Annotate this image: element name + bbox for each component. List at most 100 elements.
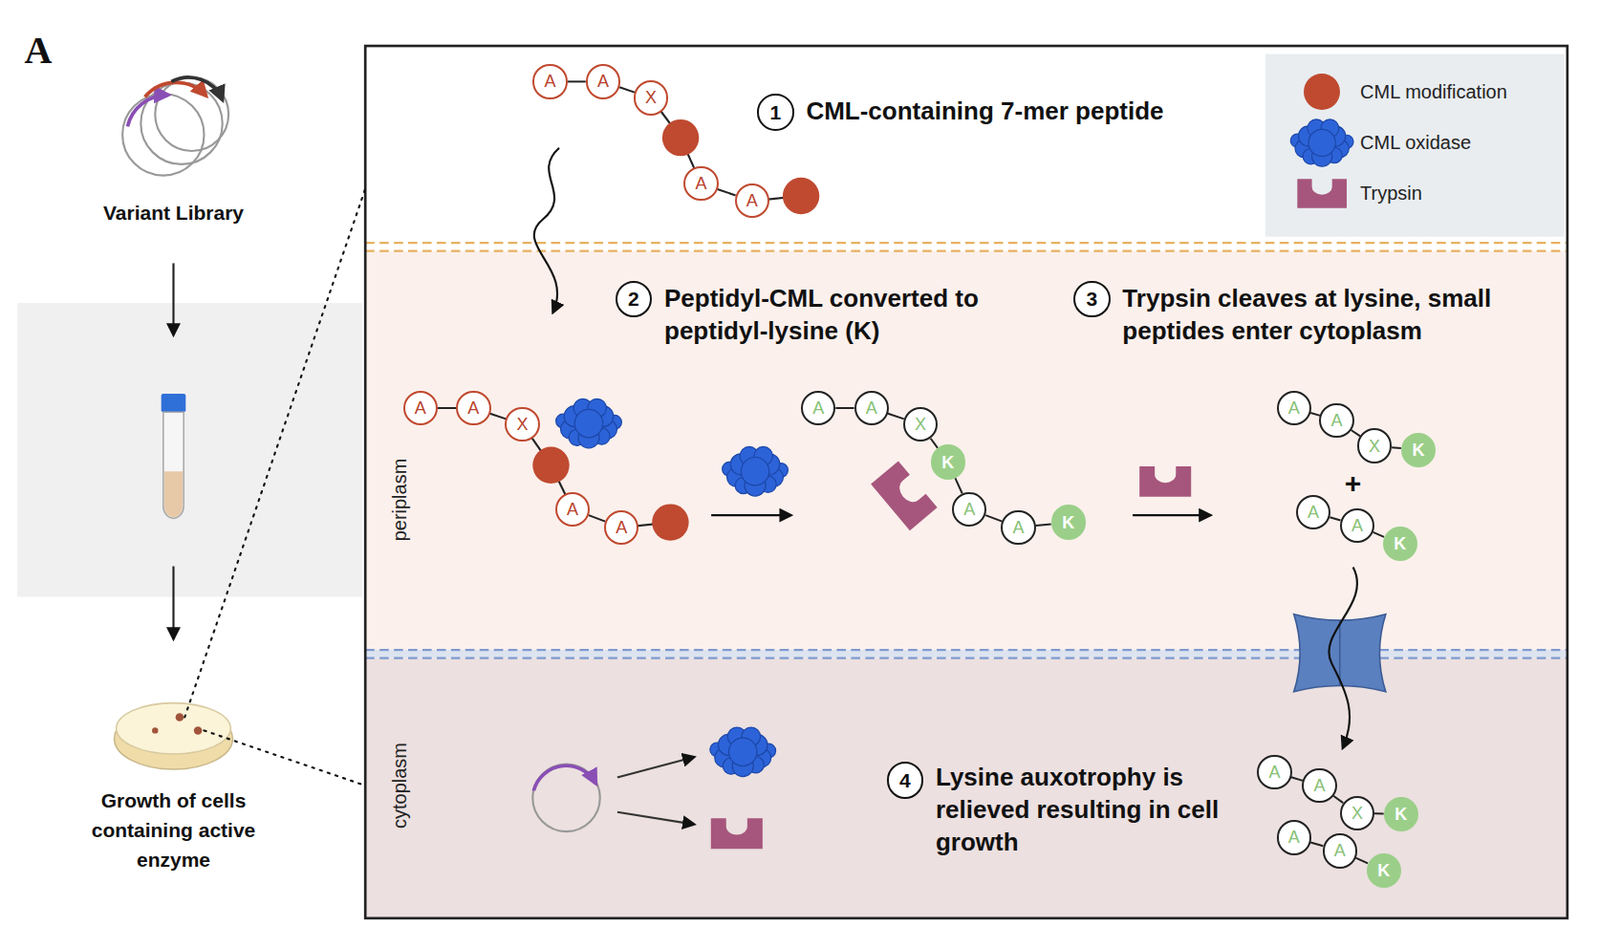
bond-line <box>1351 430 1361 436</box>
bead-letter: A <box>1288 399 1300 417</box>
legend: CML modificationCML oxidaseTrypsin <box>1283 65 1508 219</box>
step-number-circle: 4 <box>886 761 924 799</box>
bond-line <box>717 189 736 195</box>
bond-line <box>588 515 606 521</box>
bead-letter: A <box>597 72 609 90</box>
bond-line <box>835 407 854 410</box>
residue-bead: A <box>854 390 889 426</box>
bead-letter: K <box>1393 535 1406 553</box>
bond-line <box>985 515 1002 521</box>
bond-line <box>1333 796 1343 803</box>
cml-residue-bead: X <box>633 80 669 115</box>
bead-letter: X <box>517 415 529 433</box>
bond-line <box>930 438 938 449</box>
residue-bead: A <box>1000 510 1036 545</box>
bead-letter: A <box>963 500 975 519</box>
legend-row: Trypsin <box>1283 168 1508 219</box>
bead-letter: A <box>414 399 427 417</box>
bead-letter: K <box>1394 805 1407 823</box>
step-text: Peptidyl-CML converted to peptidyl-lysin… <box>664 281 1001 347</box>
legend-swatch <box>1303 73 1341 110</box>
cml-residue-bead: A <box>455 390 491 426</box>
legend-row: CML oxidase <box>1283 117 1508 169</box>
cml-residue-bead: A <box>604 510 639 545</box>
step-text: Trypsin cleaves at lysine, small peptide… <box>1122 281 1536 347</box>
legend-text: CML modification <box>1360 81 1508 104</box>
panel-letter: A <box>24 28 70 73</box>
bead-letter: A <box>1331 411 1343 430</box>
bond-line <box>567 80 586 83</box>
residue-bead: A <box>1318 403 1354 438</box>
plus-sign: + <box>1338 467 1369 500</box>
legend-symbol <box>1289 171 1355 217</box>
lysine-bead: K <box>1383 526 1418 562</box>
step-text: Growth of cells containing active enzyme <box>68 785 279 875</box>
bead-letter: A <box>865 399 878 417</box>
step-number-circle: 3 <box>1073 281 1110 318</box>
bead-letter: A <box>1313 777 1325 795</box>
residue-bead: A <box>1340 508 1375 543</box>
bead-letter: A <box>812 399 824 417</box>
bond-line <box>1355 858 1368 865</box>
cml-residue-bead: A <box>735 183 770 218</box>
legend-text: Trypsin <box>1360 182 1423 205</box>
bead-letter: A <box>566 500 579 519</box>
residue-bead: A <box>951 492 987 527</box>
bond-line <box>954 477 962 494</box>
step-text: Variant Library <box>50 199 296 227</box>
cml-residue-bead: A <box>532 64 567 99</box>
bead-letter: K <box>1411 441 1425 459</box>
bond-line <box>490 413 507 420</box>
bead-letter: K <box>1061 514 1075 532</box>
lysine-bead: K <box>1383 797 1419 832</box>
lysine-bead: K <box>1051 504 1086 540</box>
band-label: periplasm <box>389 458 411 542</box>
step-text: Lysine auxotrophy is relieved resulting … <box>935 760 1248 859</box>
bond-line <box>619 86 635 92</box>
bead-letter: A <box>1268 763 1280 781</box>
residue-bead: X <box>903 407 938 442</box>
bond-line <box>1391 446 1402 450</box>
residue-bead: A <box>800 390 836 426</box>
legend-text: CML oxidase <box>1360 131 1471 154</box>
bead-letter: K <box>1377 862 1390 880</box>
bead-letter: A <box>1012 518 1024 537</box>
bead-letter: A <box>543 72 556 90</box>
bond-line <box>1329 517 1341 520</box>
cml-residue-bead: A <box>555 492 590 527</box>
bead-letter: A <box>615 518 628 537</box>
bond-line <box>1374 812 1384 815</box>
lysine-bead: K <box>1401 432 1436 468</box>
bead-letter: A <box>1334 842 1346 860</box>
step-number: 4 <box>899 770 911 791</box>
bead-letter: K <box>941 454 954 472</box>
step-number-circle: 2 <box>615 281 652 318</box>
residue-bead: A <box>1296 495 1331 530</box>
bond-line <box>887 413 905 420</box>
bond-line <box>1373 532 1384 538</box>
bead-letter: X <box>645 88 657 107</box>
residue-bead: X <box>1340 796 1375 831</box>
step-number: 1 <box>770 102 782 123</box>
step-text: CML-containing 7-mer peptide <box>805 94 1234 128</box>
residue-bead: A <box>1256 755 1292 790</box>
bead-letter: A <box>746 192 758 210</box>
residue-bead: X <box>1357 428 1392 463</box>
bead-letter: X <box>1368 437 1381 455</box>
band-label: cytoplasm <box>389 742 411 829</box>
bead-letter: X <box>914 415 927 433</box>
bond-line <box>1036 523 1052 526</box>
cml-residue-bead: A <box>683 166 718 201</box>
lysine-bead: K <box>1366 853 1402 888</box>
cml-residue-bead: A <box>403 390 438 426</box>
residue-bead: A <box>1301 768 1337 803</box>
residue-bead: A <box>1322 833 1358 868</box>
bond-line <box>1310 843 1323 847</box>
cml-residue-bead: A <box>585 64 621 99</box>
bond-line <box>437 407 456 410</box>
bond-line <box>1291 777 1303 781</box>
step-number: 2 <box>627 288 640 309</box>
bead-letter: A <box>1307 503 1319 521</box>
step-number: 3 <box>1085 288 1098 309</box>
step-number-circle: 1 <box>756 93 794 130</box>
